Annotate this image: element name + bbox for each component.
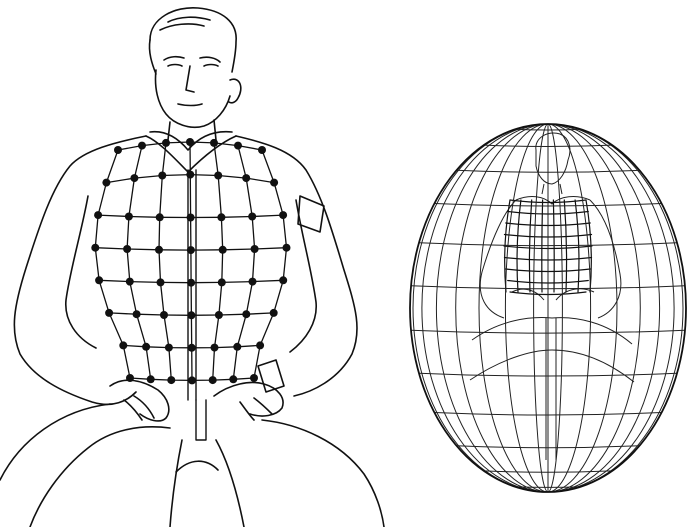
electrode-dot xyxy=(188,376,196,384)
electrode-dot xyxy=(158,172,166,180)
electrode-dot xyxy=(133,310,141,318)
longitude-line xyxy=(548,124,640,492)
electrode-dot xyxy=(209,376,217,384)
longitude-line xyxy=(548,124,660,492)
globe-grid xyxy=(411,124,685,492)
electrode-dot xyxy=(126,278,134,286)
electrode-dot xyxy=(211,344,219,352)
electrode-dot xyxy=(95,276,103,284)
electrode-dot xyxy=(94,211,102,219)
electrode-dot xyxy=(91,244,99,252)
electrode-dot xyxy=(279,211,287,219)
electrode-dot xyxy=(217,213,225,221)
spherical-projection-illustration xyxy=(410,124,686,492)
electrode-dot xyxy=(250,374,258,382)
longitude-line xyxy=(456,124,548,492)
electrode-dot xyxy=(188,344,196,352)
longitude-line xyxy=(548,124,683,492)
electrode-dot xyxy=(270,179,278,187)
electrode-dot xyxy=(167,376,175,384)
longitude-line xyxy=(422,124,548,492)
electrode-dot xyxy=(251,245,259,253)
electrode-dot xyxy=(102,179,110,187)
electrode-dot xyxy=(234,142,242,150)
electrode-dot xyxy=(105,309,113,317)
electrode-dot xyxy=(114,146,122,154)
electrode-dot xyxy=(119,341,127,349)
electrode-dot xyxy=(215,311,223,319)
electrode-dot xyxy=(130,174,138,182)
electrode-dot xyxy=(229,375,237,383)
electrode-dot xyxy=(279,276,287,284)
electrode-dot xyxy=(147,375,155,383)
electrode-dot xyxy=(186,171,194,179)
electrode-dot xyxy=(187,279,195,287)
electrode-dot xyxy=(219,246,227,254)
electrode-dot xyxy=(258,146,266,154)
electrode-dot xyxy=(256,341,264,349)
electrode-dot xyxy=(249,278,257,286)
longitude-line xyxy=(436,124,548,492)
electrode-dot xyxy=(156,213,164,221)
electrode-dot xyxy=(125,213,133,221)
electrode-dot xyxy=(242,310,250,318)
longitude-line xyxy=(548,124,591,492)
longitude-line xyxy=(413,124,548,492)
electrode-dot xyxy=(165,344,173,352)
electrode-dot xyxy=(242,174,250,182)
electrode-dot xyxy=(162,139,170,147)
electrode-dot xyxy=(186,138,194,146)
electrode-dot xyxy=(155,246,163,254)
electrode-dot xyxy=(214,172,222,180)
torso-grid-illustration xyxy=(0,8,384,527)
electrode-dot xyxy=(157,278,165,286)
projected-figure xyxy=(470,133,634,460)
electrode-grid xyxy=(91,138,290,384)
electrode-dot xyxy=(160,311,168,319)
head xyxy=(146,8,241,172)
electrode-dot xyxy=(233,343,241,351)
electrode-dot xyxy=(123,245,131,253)
longitude-line xyxy=(548,124,674,492)
projected-grid-column xyxy=(517,200,521,292)
electrode-dot xyxy=(270,309,278,317)
projected-grid-column xyxy=(575,200,579,292)
electrode-dot xyxy=(138,142,146,150)
electrode-dot xyxy=(142,343,150,351)
electrode-dot xyxy=(248,213,256,221)
electrode-dot xyxy=(126,374,134,382)
electrode-dot xyxy=(283,244,291,252)
electrode-dot xyxy=(187,311,195,319)
electrode-dot xyxy=(210,139,218,147)
electrode-dot xyxy=(218,278,226,286)
electrode-dot xyxy=(187,214,195,222)
electrode-dot xyxy=(187,246,195,254)
